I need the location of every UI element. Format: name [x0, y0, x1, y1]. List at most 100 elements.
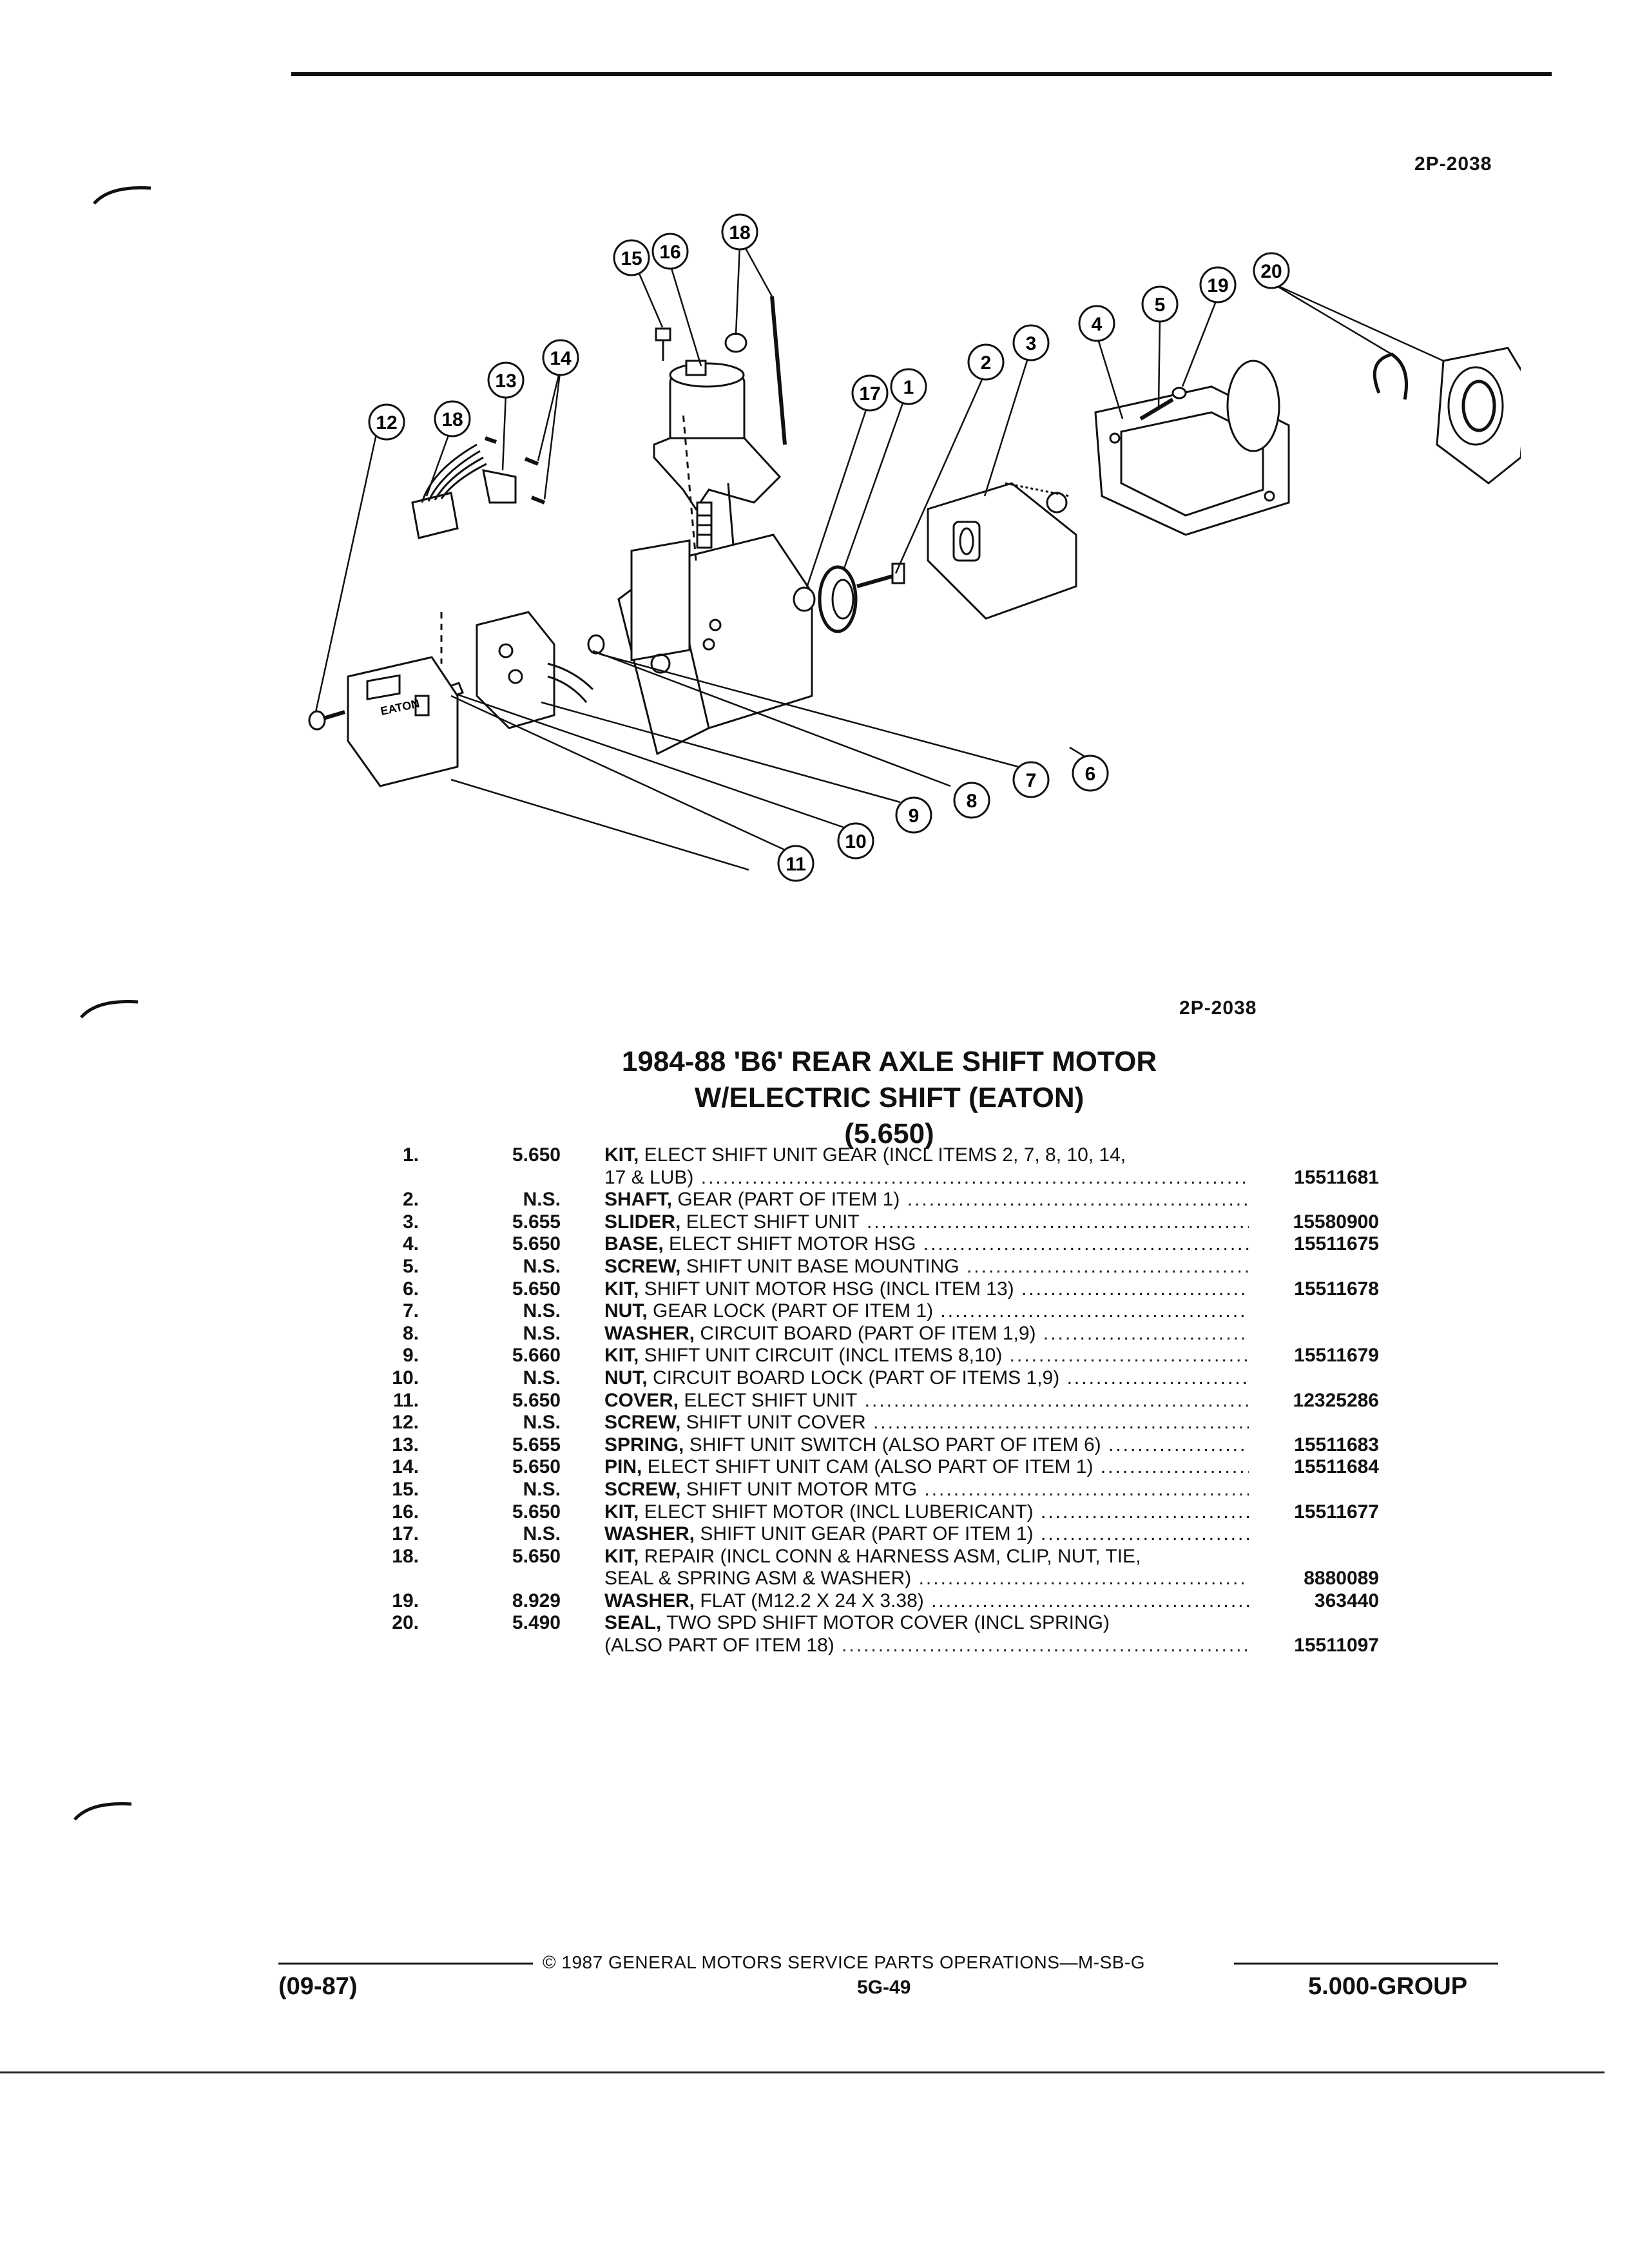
callout-11: 11	[777, 845, 815, 882]
item-number: 16.	[392, 1501, 419, 1523]
parts-row: 16. 5.650 KIT, ELECT SHIFT MOTOR (INCL LUB…	[361, 1501, 1392, 1524]
item-number: 20.	[392, 1612, 419, 1634]
group-number: 5.655	[512, 1211, 561, 1233]
item-detail: SHIFT UNIT MOTOR HSG (INCL ITEM 13)	[639, 1278, 1014, 1300]
svg-text:18: 18	[441, 409, 463, 430]
svg-text:9: 9	[909, 805, 920, 827]
item-description: NUT, CIRCUIT BOARD LOCK (PART OF ITEMS 1…	[604, 1367, 1249, 1390]
part-number: 15511679	[1294, 1345, 1379, 1367]
parts-row: 2.N.S.SHAFT, GEAR (PART OF ITEM 1)	[361, 1189, 1392, 1211]
item-description: WASHER, SHIFT UNIT GEAR (PART OF ITEM 1)	[604, 1523, 1249, 1546]
callout-13: 13	[487, 361, 525, 399]
item-name: WASHER,	[604, 1523, 695, 1545]
parts-row: 7. N.S. NUT, GEAR LOCK (PART OF ITEM 1)	[361, 1300, 1392, 1323]
motor-screw-drawing	[655, 327, 671, 361]
item-description: NUT, GEAR LOCK (PART OF ITEM 1)	[604, 1300, 1249, 1323]
callout-15: 15	[613, 239, 650, 276]
callout-20: 20	[1253, 252, 1290, 289]
group-number: N.S.	[523, 1367, 561, 1389]
item-number: 7.	[402, 1300, 419, 1322]
item-name: COVER,	[604, 1389, 679, 1411]
footer-rule-right	[1234, 1963, 1498, 1965]
title-line-3: (5.650)	[844, 1118, 934, 1149]
group-number: 8.929	[512, 1590, 561, 1611]
group-number: 5.650	[512, 1144, 561, 1166]
svg-text:7: 7	[1026, 770, 1037, 791]
callout-2: 2	[967, 343, 1005, 381]
item-description: COVER, ELECT SHIFT UNIT	[604, 1390, 1249, 1412]
exploded-parts-diagram: 15 16 18 18 13 14 12 17 1 2 3 4 5 19 20 …	[308, 213, 1521, 882]
svg-text:10: 10	[845, 831, 866, 852]
callout-group: 15 16 18 18 13 14 12 17 1 2 3 4 5 19 20 …	[368, 213, 1290, 882]
margin-mark-3	[73, 1802, 132, 1821]
item-detail: ELECT SHIFT MOTOR HSG	[663, 1233, 916, 1255]
footer-date: (09-87)	[278, 1973, 358, 2000]
item-description: WASHER, CIRCUIT BOARD (PART OF ITEM 1,9)	[604, 1323, 1249, 1345]
base-housing-drawing	[1094, 360, 1290, 536]
item-description: KIT, SHIFT UNIT CIRCUIT (INCL ITEMS 8,10…	[604, 1345, 1249, 1367]
group-number: 5.660	[512, 1345, 561, 1367]
item-name: BASE,	[604, 1233, 664, 1255]
item-number: 2.	[402, 1189, 419, 1211]
item-description: KIT, REPAIR (INCL CONN & HARNESS ASM, CL…	[604, 1546, 1249, 1568]
svg-text:15: 15	[621, 248, 642, 269]
bottom-rule	[0, 2071, 1605, 2073]
item-name: PIN,	[604, 1456, 642, 1478]
item-description: KIT, ELECT SHIFT MOTOR (INCL LUBERICANT)	[604, 1501, 1249, 1524]
group-number: N.S.	[523, 1300, 561, 1322]
item-description: SEAL & SPRING ASM & WASHER)	[604, 1568, 1249, 1590]
group-number: N.S.	[523, 1523, 561, 1545]
item-name: KIT,	[604, 1345, 639, 1367]
item-detail: SHIFT UNIT COVER	[680, 1412, 866, 1434]
item-name: KIT,	[604, 1545, 639, 1567]
callout-19: 19	[1199, 266, 1237, 303]
item-name: KIT,	[604, 1144, 639, 1166]
part-number: 15511681	[1294, 1166, 1379, 1188]
item-detail: CIRCUIT BOARD (PART OF ITEM 1,9)	[695, 1322, 1036, 1344]
item-detail: SEAL & SPRING ASM & WASHER)	[604, 1568, 912, 1590]
svg-text:17: 17	[859, 383, 880, 405]
group-number: N.S.	[523, 1412, 561, 1434]
gear-assembly-drawing	[793, 562, 905, 633]
item-description: SPRING, SHIFT UNIT SWITCH (ALSO PART OF …	[604, 1434, 1249, 1457]
group-number: 5.650	[512, 1278, 561, 1300]
base-screw-drawing	[1139, 387, 1187, 421]
item-name: KIT,	[604, 1278, 639, 1300]
callout-8: 8	[953, 782, 990, 819]
callout-9: 9	[895, 796, 932, 834]
item-number: 5.	[402, 1255, 419, 1277]
item-name: KIT,	[604, 1501, 639, 1523]
group-number: 5.490	[512, 1612, 561, 1634]
slider-drawing	[927, 482, 1077, 620]
section-title: 1984-88 'B6' REAR AXLE SHIFT MOTOR W/ELE…	[516, 1044, 1263, 1152]
margin-mark-1	[93, 186, 151, 205]
item-name: WASHER,	[604, 1590, 695, 1611]
callout-17: 17	[851, 374, 889, 412]
item-number: 9.	[402, 1345, 419, 1367]
shift-motor-drawing	[653, 360, 782, 561]
svg-text:6: 6	[1085, 764, 1096, 785]
callout-10: 10	[837, 822, 874, 860]
callout-12: 12	[368, 403, 405, 441]
svg-text:18: 18	[729, 222, 750, 244]
item-detail: ELECT SHIFT UNIT	[680, 1211, 860, 1233]
item-number: 15.	[392, 1478, 419, 1500]
cover-screw-drawing	[308, 710, 345, 731]
item-number: 8.	[402, 1322, 419, 1344]
item-description: (ALSO PART OF ITEM 18)	[604, 1635, 1249, 1657]
group-number: 5.650	[512, 1501, 561, 1523]
item-detail: SHIFT UNIT BASE MOUNTING	[680, 1255, 959, 1277]
callout-18b: 18	[434, 400, 471, 437]
part-number: 363440	[1314, 1590, 1379, 1611]
parts-row: 5.N.S.SCREW, SHIFT UNIT BASE MOUNTING	[361, 1256, 1392, 1278]
part-number: 15511677	[1294, 1501, 1379, 1523]
svg-text:14: 14	[550, 348, 572, 369]
group-number: N.S.	[523, 1322, 561, 1344]
callout-3: 3	[1012, 324, 1050, 361]
item-description: SHAFT, GEAR (PART OF ITEM 1)	[604, 1189, 1249, 1211]
